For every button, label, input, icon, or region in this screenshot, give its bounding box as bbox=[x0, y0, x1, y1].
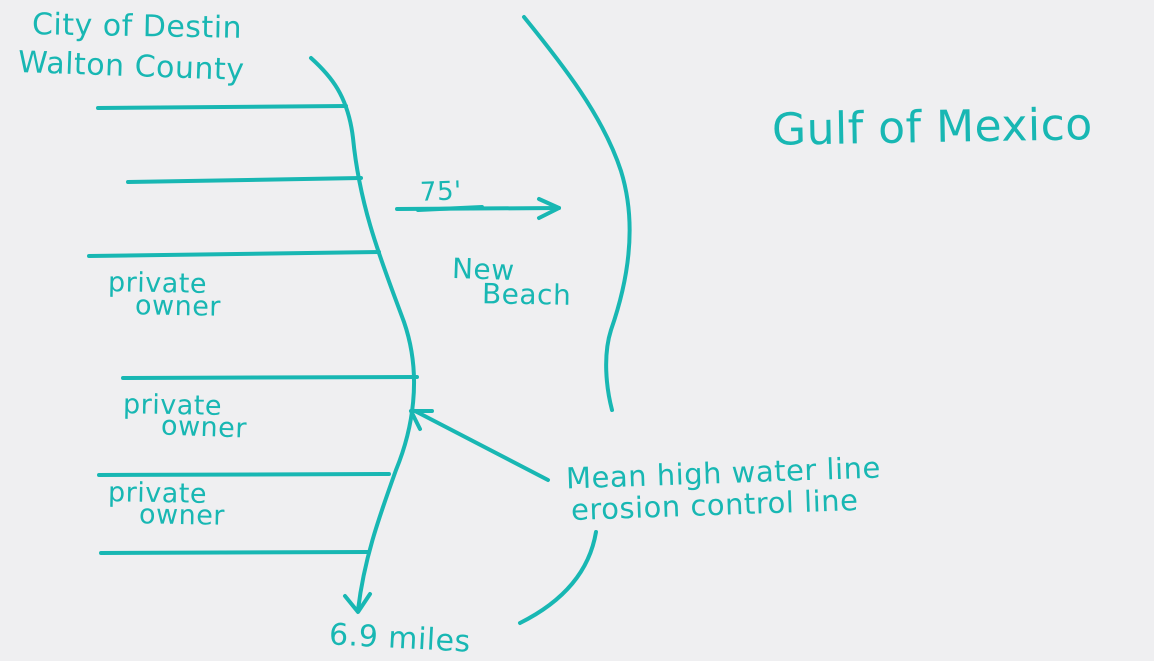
owner-1-line2: owner bbox=[134, 290, 222, 323]
property-line-3 bbox=[87, 250, 381, 258]
callout-arrow bbox=[413, 409, 550, 482]
owner-3-line2: owner bbox=[138, 499, 226, 532]
property-line-2 bbox=[126, 176, 363, 184]
new-beach-label-line2: Beach bbox=[481, 277, 572, 312]
distance-underline bbox=[416, 205, 484, 212]
new-beach-line bbox=[522, 15, 632, 412]
mean-high-water-line bbox=[309, 56, 417, 612]
property-line-1 bbox=[96, 104, 348, 110]
miles-connector bbox=[518, 530, 598, 625]
property-line-4 bbox=[121, 375, 419, 380]
property-line-5 bbox=[97, 472, 391, 477]
distance-label: 75' bbox=[419, 176, 463, 208]
callout-arrow-head bbox=[409, 409, 434, 431]
city-label: City of Destin bbox=[31, 7, 243, 46]
county-label: Walton County bbox=[17, 45, 246, 88]
distance-arrow-head bbox=[537, 197, 561, 220]
miles-label: 6.9 miles bbox=[328, 617, 472, 660]
property-line-6 bbox=[99, 550, 371, 555]
gulf-label: Gulf of Mexico bbox=[771, 99, 1094, 156]
owner-2-line2: owner bbox=[160, 410, 248, 445]
miles-arrow-head bbox=[343, 592, 372, 614]
